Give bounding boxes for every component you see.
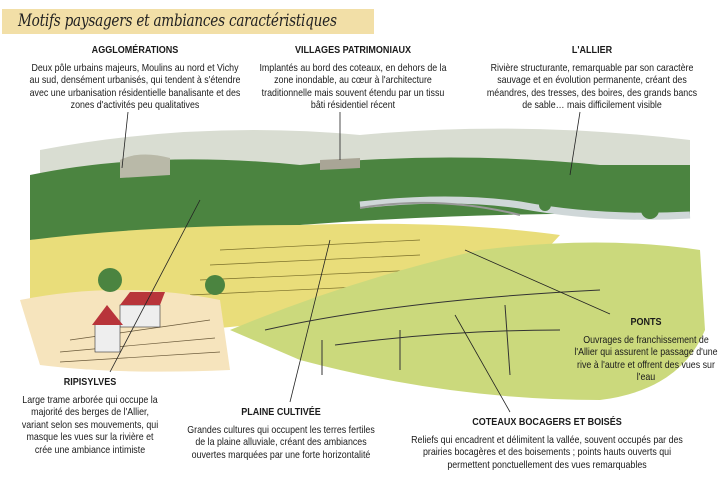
forest-band xyxy=(30,157,690,240)
bocage-hillside xyxy=(230,242,705,400)
farmhouse xyxy=(92,292,165,353)
description: Deux pôle urbains majeurs, Moulins au no… xyxy=(29,62,241,112)
title-banner: Motifs paysagers et ambiances caractéris… xyxy=(2,9,374,34)
village xyxy=(320,158,360,170)
description: Grandes cultures qui occupent les terres… xyxy=(187,424,375,461)
bridge xyxy=(359,201,521,216)
town-agglomeration xyxy=(120,154,170,178)
label-villages: VILLAGES PATRIMONIAUX Implantés au bord … xyxy=(258,44,447,113)
heading: PLAINE CULTIVÉE xyxy=(241,406,321,418)
heading: L'ALLIER xyxy=(571,44,613,56)
label-plaine: PLAINE CULTIVÉE Grandes cultures qui occ… xyxy=(184,406,378,462)
label-ponts: PONTS Ouvrages de franchissement de l'Al… xyxy=(572,316,720,385)
heading: RIPISYLVES xyxy=(63,376,117,388)
description: Implantés au bord des coteaux, en dehors… xyxy=(259,62,447,112)
description: Reliefs qui encadrent et délimitent la v… xyxy=(411,434,683,471)
pale-field xyxy=(20,290,230,372)
heading: AGGLOMÉRATIONS xyxy=(91,44,179,56)
description: Rivière structurante, remarquable par so… xyxy=(486,62,698,112)
pale-field-lines xyxy=(59,319,221,363)
heading: PONTS xyxy=(630,316,662,328)
description: Ouvrages de franchissement de l'Allier q… xyxy=(574,334,718,384)
label-agglomerations: AGGLOMÉRATIONS Deux pôle urbains majeurs… xyxy=(28,44,243,113)
label-ripisylves: RIPISYLVES Large trame arborée qui occup… xyxy=(21,376,159,458)
leader-lines xyxy=(109,111,611,413)
label-allier: L'ALLIER Rivière structurante, remarquab… xyxy=(485,44,700,113)
heading: COTEAUX BOCAGERS ET BOISÉS xyxy=(472,416,622,428)
trees xyxy=(98,199,659,295)
fence xyxy=(264,289,601,376)
heading: VILLAGES PATRIMONIAUX xyxy=(294,44,412,56)
page-title: Motifs paysagers et ambiances caractéris… xyxy=(18,11,337,31)
label-coteaux: COTEAUX BOCAGERS ET BOISÉS Reliefs qui e… xyxy=(405,416,689,472)
description: Large trame arborée qui occupe la majori… xyxy=(21,394,159,456)
river-allier xyxy=(359,196,691,220)
